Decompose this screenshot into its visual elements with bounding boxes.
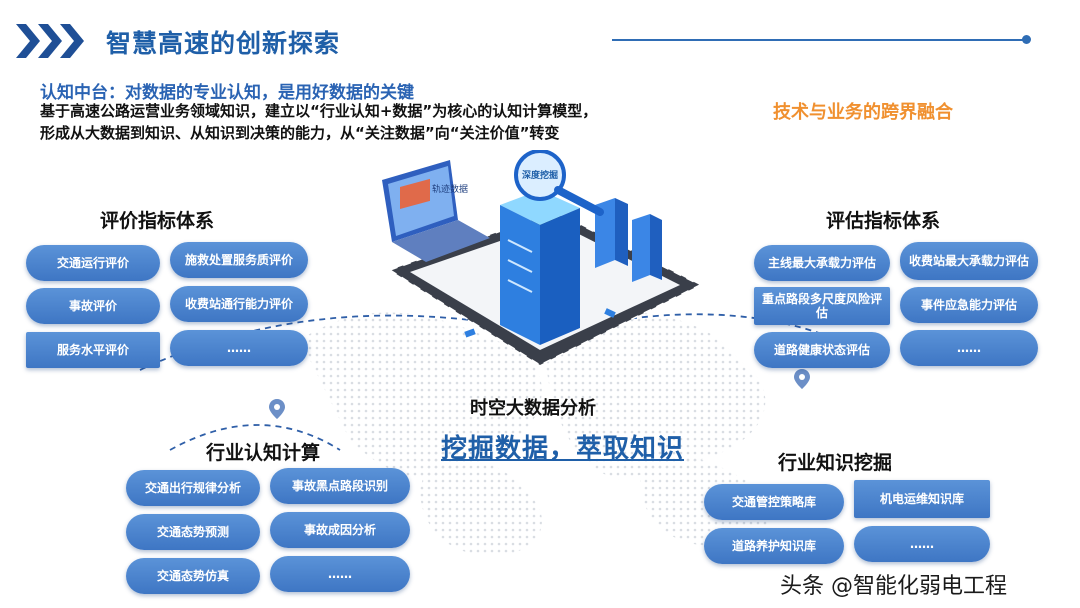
assessment-item: 道路健康状态评估 [754,332,890,368]
cognition-item: 事故成因分析 [270,512,410,548]
laptop-label: 轨迹数据 [432,183,468,195]
evaluation-item: 施救处置服务质评价 [170,242,308,278]
intro-line-1: 基于高速公路运营业务领域知识，建立以“行业认知+数据”为核心的认知计算模型， [40,102,598,120]
location-pin-icon [269,399,285,419]
assessment-item: 主线最大承载力评估 [754,245,890,281]
mining-item: …… [854,526,990,562]
industry-cognition-title: 行业认知计算 [206,442,321,464]
fusion-label: 技术与业务的跨界融合 [773,102,953,123]
assessment-item: 收费站最大承载力评估 [900,242,1038,280]
evaluation-item: 收费站通行能力评价 [170,286,308,322]
location-pin-icon [794,369,810,389]
intro-line-2: 形成从大数据到知识、从知识到决策的能力，从“关注数据”向“关注价值”转变 [40,124,560,142]
magnifier-label: 深度挖掘 [522,169,558,181]
assessment-index-title: 评估指标体系 [826,210,941,232]
chevron-arrows-icon [16,24,84,58]
evaluation-item: 事故评价 [26,288,160,324]
knowledge-mining-title: 行业知识挖掘 [778,452,893,474]
page-title: 智慧高速的创新探索 [106,29,341,58]
cognition-item: …… [270,556,410,592]
data-center-illustration: 轨迹数据 深度挖掘 [382,150,702,366]
cognition-item: 事故黑点路段识别 [270,468,410,504]
intro-subheading: 认知中台：对数据的专业认知，是用好数据的关键 [40,83,414,103]
mining-item: 机电运维知识库 [854,480,990,518]
cognition-item: 交通态势仿真 [126,558,260,594]
evaluation-item: 交通运行评价 [26,245,160,281]
assessment-item: 事件应急能力评估 [900,287,1038,323]
cognition-item: 交通态势预测 [126,514,260,550]
assessment-item: …… [900,330,1038,366]
mining-item: 交通管控策略库 [704,484,844,520]
title-divider-dot [1022,35,1031,44]
title-divider [612,39,1026,41]
cognition-item: 交通出行规律分析 [126,470,260,506]
evaluation-item: …… [170,330,308,366]
center-slogan: 挖掘数据，萃取知识 [441,434,685,464]
evaluation-item: 服务水平评价 [26,332,160,368]
center-title: 时空大数据分析 [470,398,596,419]
assessment-item: 重点路段多尺度风险评估 [754,287,890,325]
evaluation-index-title: 评价指标体系 [100,210,215,232]
watermark: 头条 @智能化弱电工程 [780,574,1007,599]
world-map-background [139,311,861,556]
mining-item: 道路养护知识库 [704,528,844,564]
